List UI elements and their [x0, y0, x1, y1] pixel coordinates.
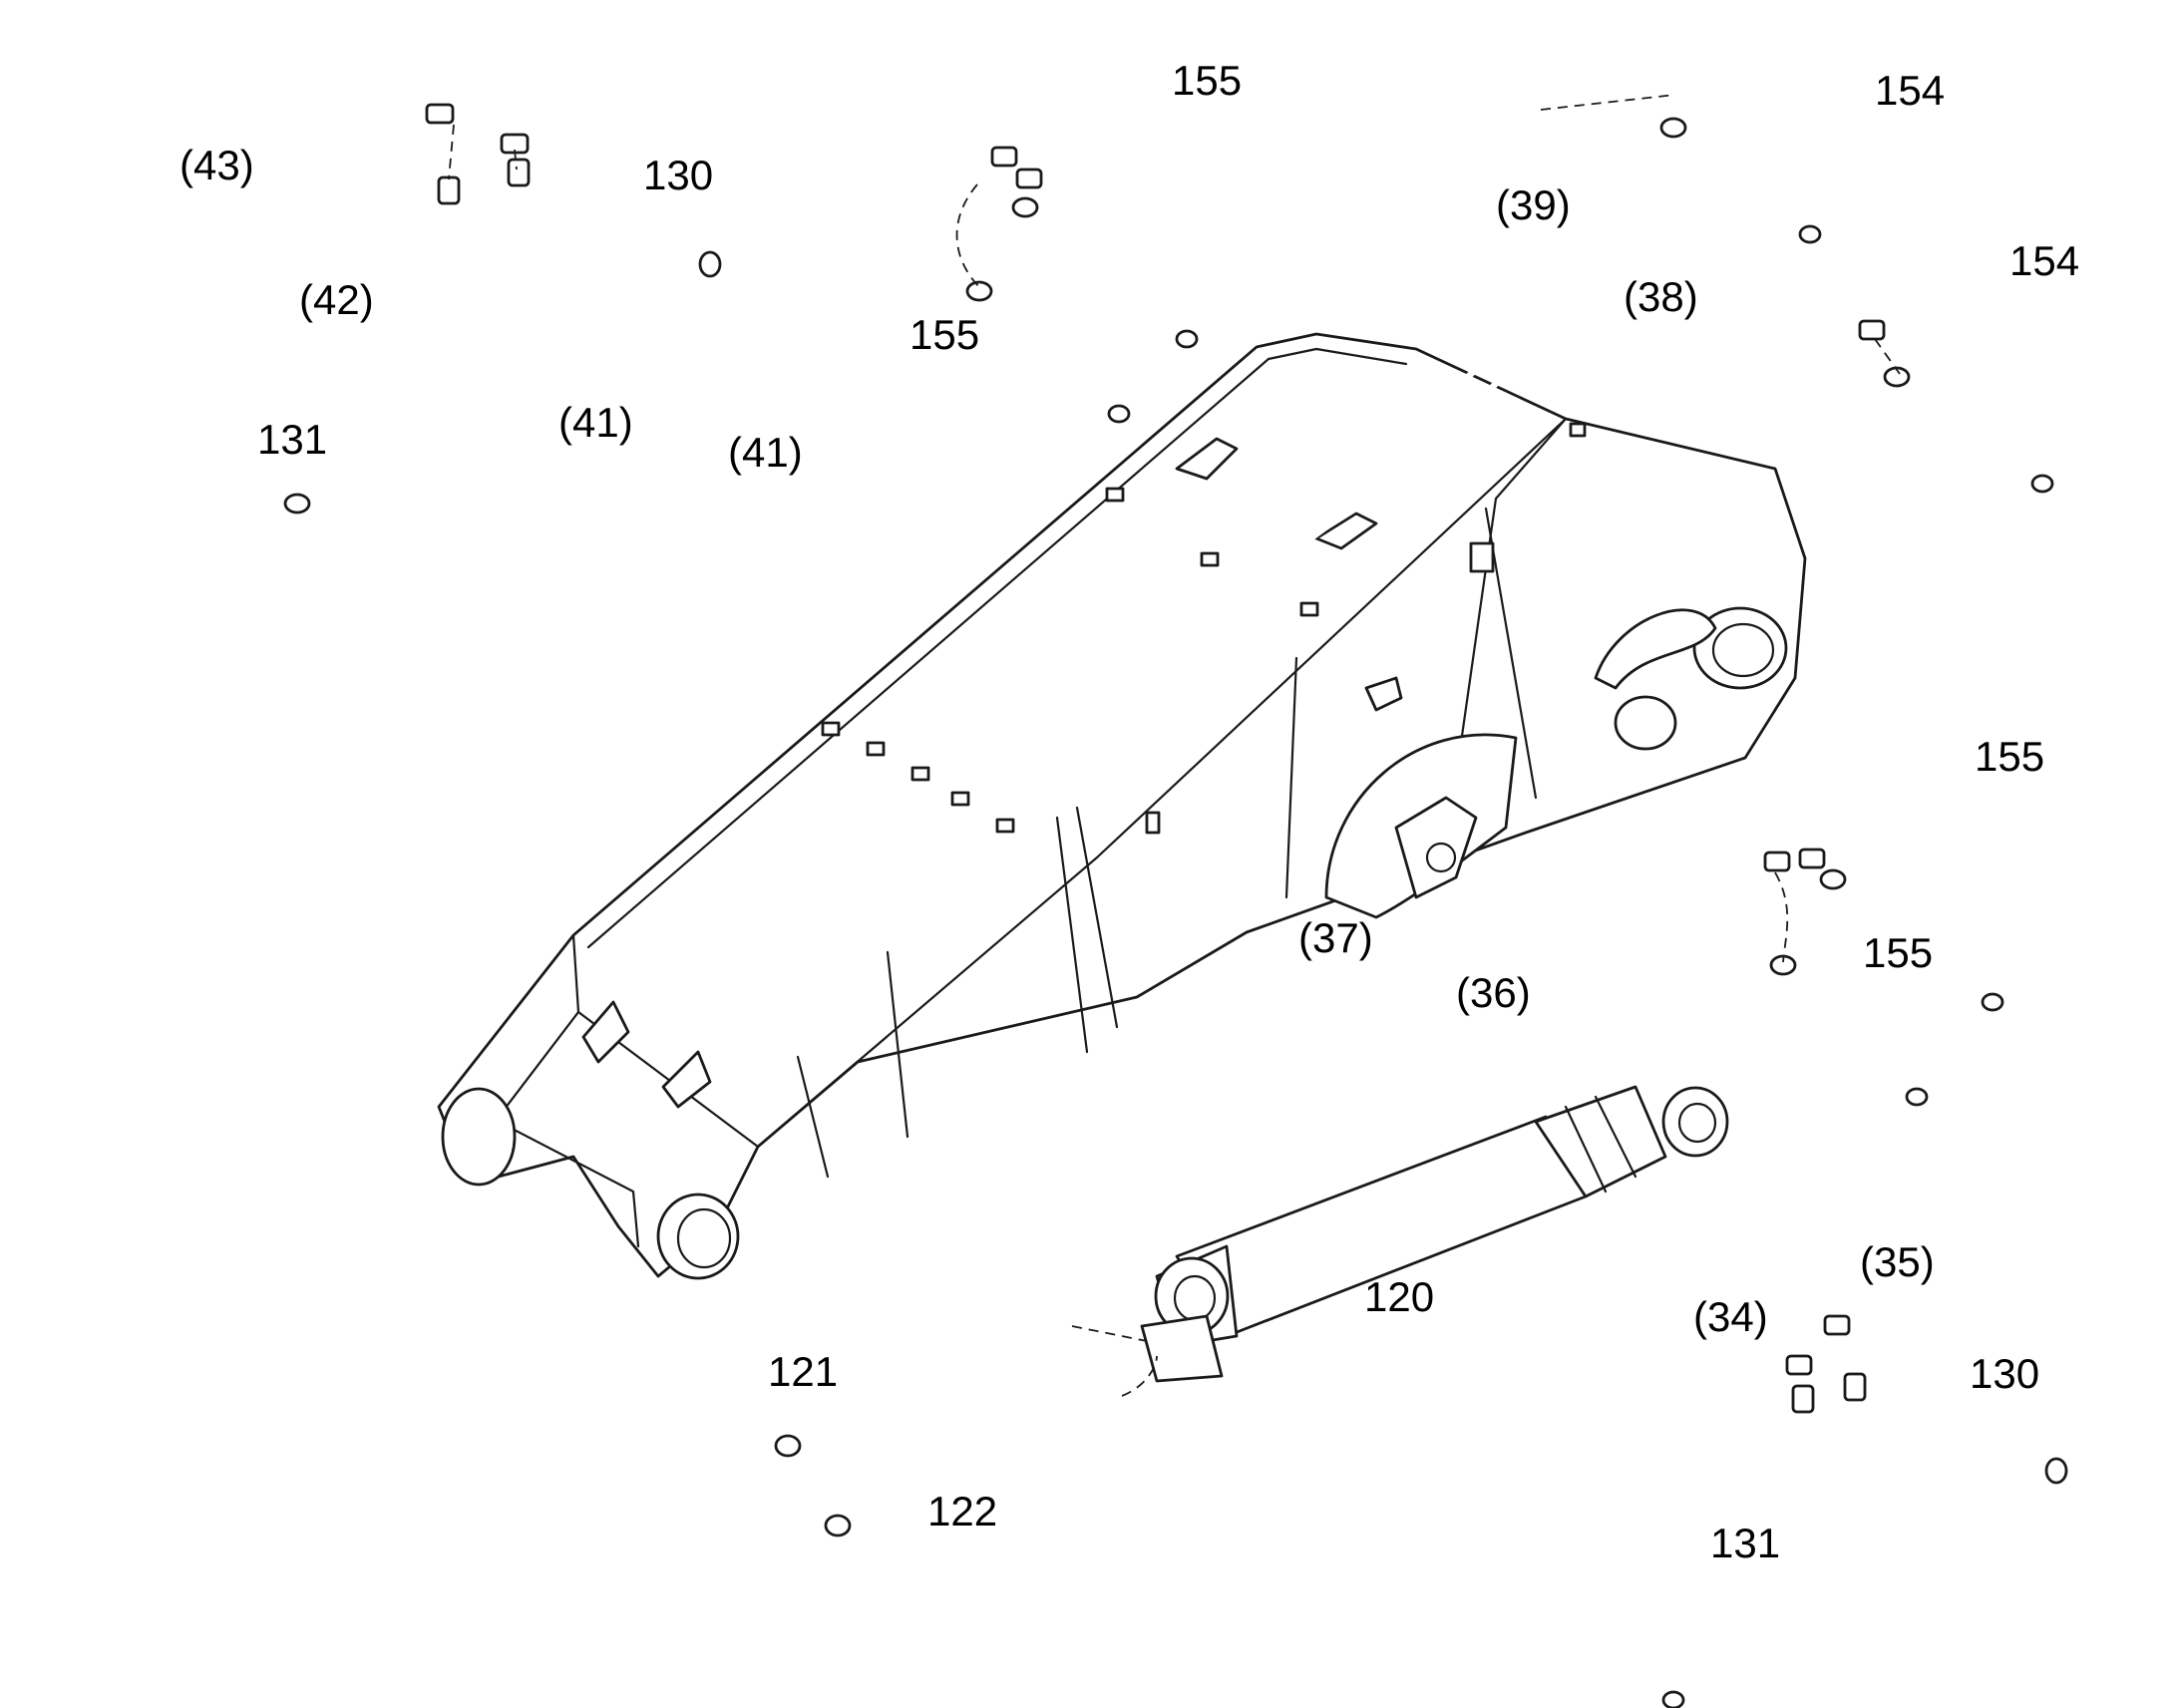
label-155-d: 155 — [1863, 929, 1933, 976]
label-155-c: 155 — [1975, 733, 2044, 780]
callout-labels: (43) (42) 131 130 (41) (41) 155 155 (39)… — [180, 57, 2079, 1566]
hose-121 — [789, 1322, 1076, 1445]
label-121: 121 — [768, 1348, 838, 1395]
label-41-b: (41) — [728, 429, 803, 476]
label-154-a: 154 — [1875, 67, 1945, 114]
label-42: (42) — [299, 276, 374, 323]
hose-131-top — [300, 185, 467, 503]
label-38: (38) — [1624, 273, 1698, 320]
label-39: (39) — [1496, 181, 1571, 228]
hose-154-b — [1896, 303, 2101, 483]
label-131-top: 131 — [257, 416, 327, 463]
pipe-41-b — [370, 101, 1031, 777]
label-41-a: (41) — [558, 399, 633, 446]
label-130-bot: 130 — [1970, 1350, 2039, 1397]
pipe-41-a — [340, 86, 1011, 762]
label-155-a: 155 — [1172, 57, 1242, 104]
label-130-top: 130 — [643, 152, 713, 198]
label-37: (37) — [1298, 914, 1373, 961]
hose-155-c — [1831, 791, 2061, 1001]
hose-155-a — [1023, 120, 1253, 338]
pipe-43 — [126, 21, 443, 735]
pipe-38 — [1013, 235, 1879, 802]
label-34: (34) — [1693, 1293, 1768, 1340]
fittings — [283, 103, 2068, 1708]
pipes-and-hoses — [126, 21, 2101, 1708]
hose-155-b — [978, 205, 1197, 413]
label-131-bot: 131 — [1710, 1520, 1780, 1566]
label-35: (35) — [1860, 1238, 1935, 1285]
hose-130-bot — [1851, 1382, 2058, 1494]
hose-154-a — [1671, 53, 1882, 233]
pipe-35 — [1392, 1217, 1839, 1470]
hose-130-top — [513, 171, 714, 296]
label-122: 122 — [927, 1488, 997, 1535]
pipe-36 — [869, 794, 1814, 1315]
hydraulic-cylinder — [1140, 1085, 1729, 1383]
pipe-42 — [193, 41, 519, 812]
label-43: (43) — [180, 142, 254, 188]
label-155-b: 155 — [909, 311, 979, 358]
pipe-39 — [894, 81, 1620, 727]
pipe-34 — [1432, 1267, 1799, 1510]
label-36: (36) — [1456, 969, 1531, 1016]
hose-122 — [839, 1392, 1126, 1525]
pipe-37 — [854, 764, 1779, 1270]
hose-131-bot — [1671, 1392, 1823, 1699]
label-120: 120 — [1364, 1273, 1434, 1320]
boom-body — [437, 332, 1807, 1280]
label-154-b: 154 — [2009, 237, 2079, 284]
hose-155-d — [1781, 873, 1989, 1096]
